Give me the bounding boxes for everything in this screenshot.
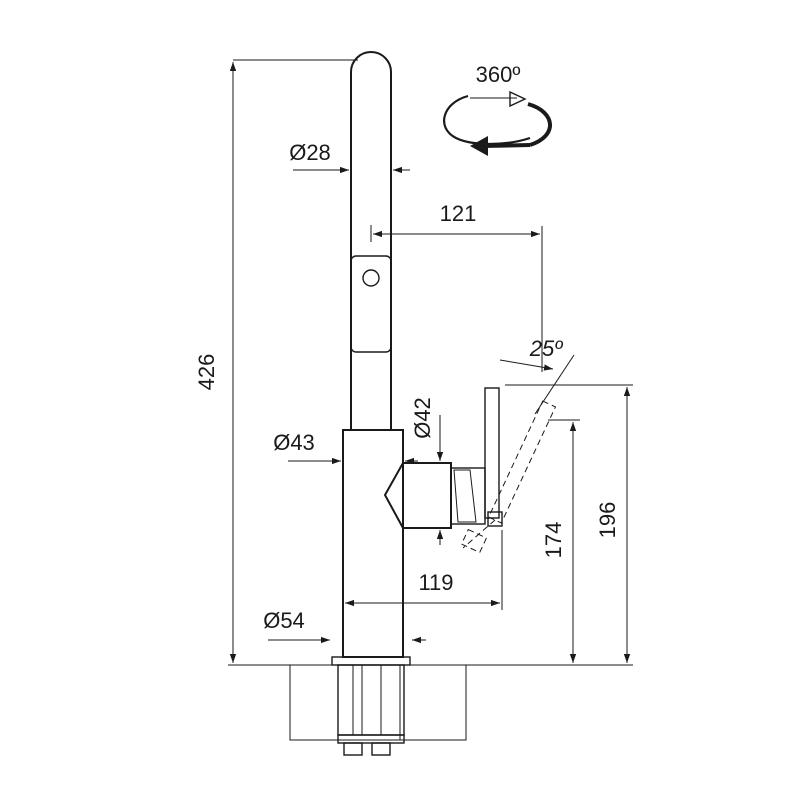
spray-button-icon bbox=[362, 269, 380, 287]
label-lever-height-low: 174 bbox=[541, 522, 566, 559]
knurled-grip bbox=[350, 255, 392, 353]
rotation-arc-bottom bbox=[481, 143, 531, 148]
shank-body bbox=[337, 664, 405, 736]
faucet-body bbox=[342, 51, 404, 658]
spout-tube bbox=[350, 51, 392, 430]
hose-connector-left bbox=[343, 742, 363, 756]
label-tube-diameter: Ø28 bbox=[289, 140, 331, 165]
lever-ghost-handle bbox=[487, 400, 557, 524]
hose-connector-right bbox=[371, 742, 391, 756]
base-flange bbox=[331, 656, 411, 666]
rotation-arc-front bbox=[527, 102, 552, 147]
lever-ghost-link bbox=[462, 519, 496, 549]
label-body-diameter: Ø43 bbox=[273, 430, 315, 455]
dimension-body-diameter: Ø43 bbox=[273, 430, 418, 465]
mounting-nut bbox=[337, 734, 405, 744]
lever-cartridge bbox=[453, 469, 477, 523]
dimension-lever-height-low: 174 bbox=[541, 419, 580, 663]
rotation-arrow-left-icon bbox=[470, 136, 488, 156]
dimension-base-diameter: Ø54 bbox=[263, 608, 426, 644]
rotation-indicator: 360º bbox=[443, 62, 552, 156]
label-reach: 121 bbox=[440, 201, 477, 226]
label-rotation: 360º bbox=[476, 62, 521, 87]
lever-ghost-base bbox=[460, 528, 488, 554]
dimension-lever-reach: 119 bbox=[345, 530, 503, 610]
lever-base bbox=[487, 511, 503, 527]
lever-rotated-ghost bbox=[460, 400, 557, 554]
rotation-arrow-right-icon bbox=[509, 90, 527, 108]
label-lever-angle: 25º bbox=[529, 336, 563, 361]
label-lever-height-high: 196 bbox=[595, 502, 620, 539]
countertop-left-section bbox=[289, 664, 339, 741]
lever-socket bbox=[383, 462, 404, 529]
label-base-diameter: Ø54 bbox=[263, 608, 305, 633]
lever-housing bbox=[402, 462, 452, 529]
mixer-lever bbox=[383, 387, 503, 529]
label-total-height: 426 bbox=[194, 354, 219, 391]
dimension-tube-diameter: Ø28 bbox=[289, 140, 410, 174]
dimension-lever-angle: 25º bbox=[499, 336, 575, 415]
main-body bbox=[342, 429, 404, 658]
countertop-right-section bbox=[399, 664, 467, 741]
angle-arc-arrow bbox=[499, 359, 554, 371]
label-lever-reach: 119 bbox=[418, 570, 453, 595]
dimension-reach: 121 bbox=[370, 201, 543, 372]
rotation-arc-back bbox=[443, 94, 531, 146]
dimension-total-height: 426 bbox=[194, 59, 358, 666]
dimension-lever-diameter: Ø42 bbox=[410, 397, 444, 545]
mounting-shank bbox=[331, 656, 411, 756]
lever-handle bbox=[484, 387, 500, 519]
dimension-lever-height-high: 196 bbox=[466, 384, 633, 666]
label-lever-diameter: Ø42 bbox=[410, 397, 435, 439]
countertop bbox=[289, 664, 467, 741]
